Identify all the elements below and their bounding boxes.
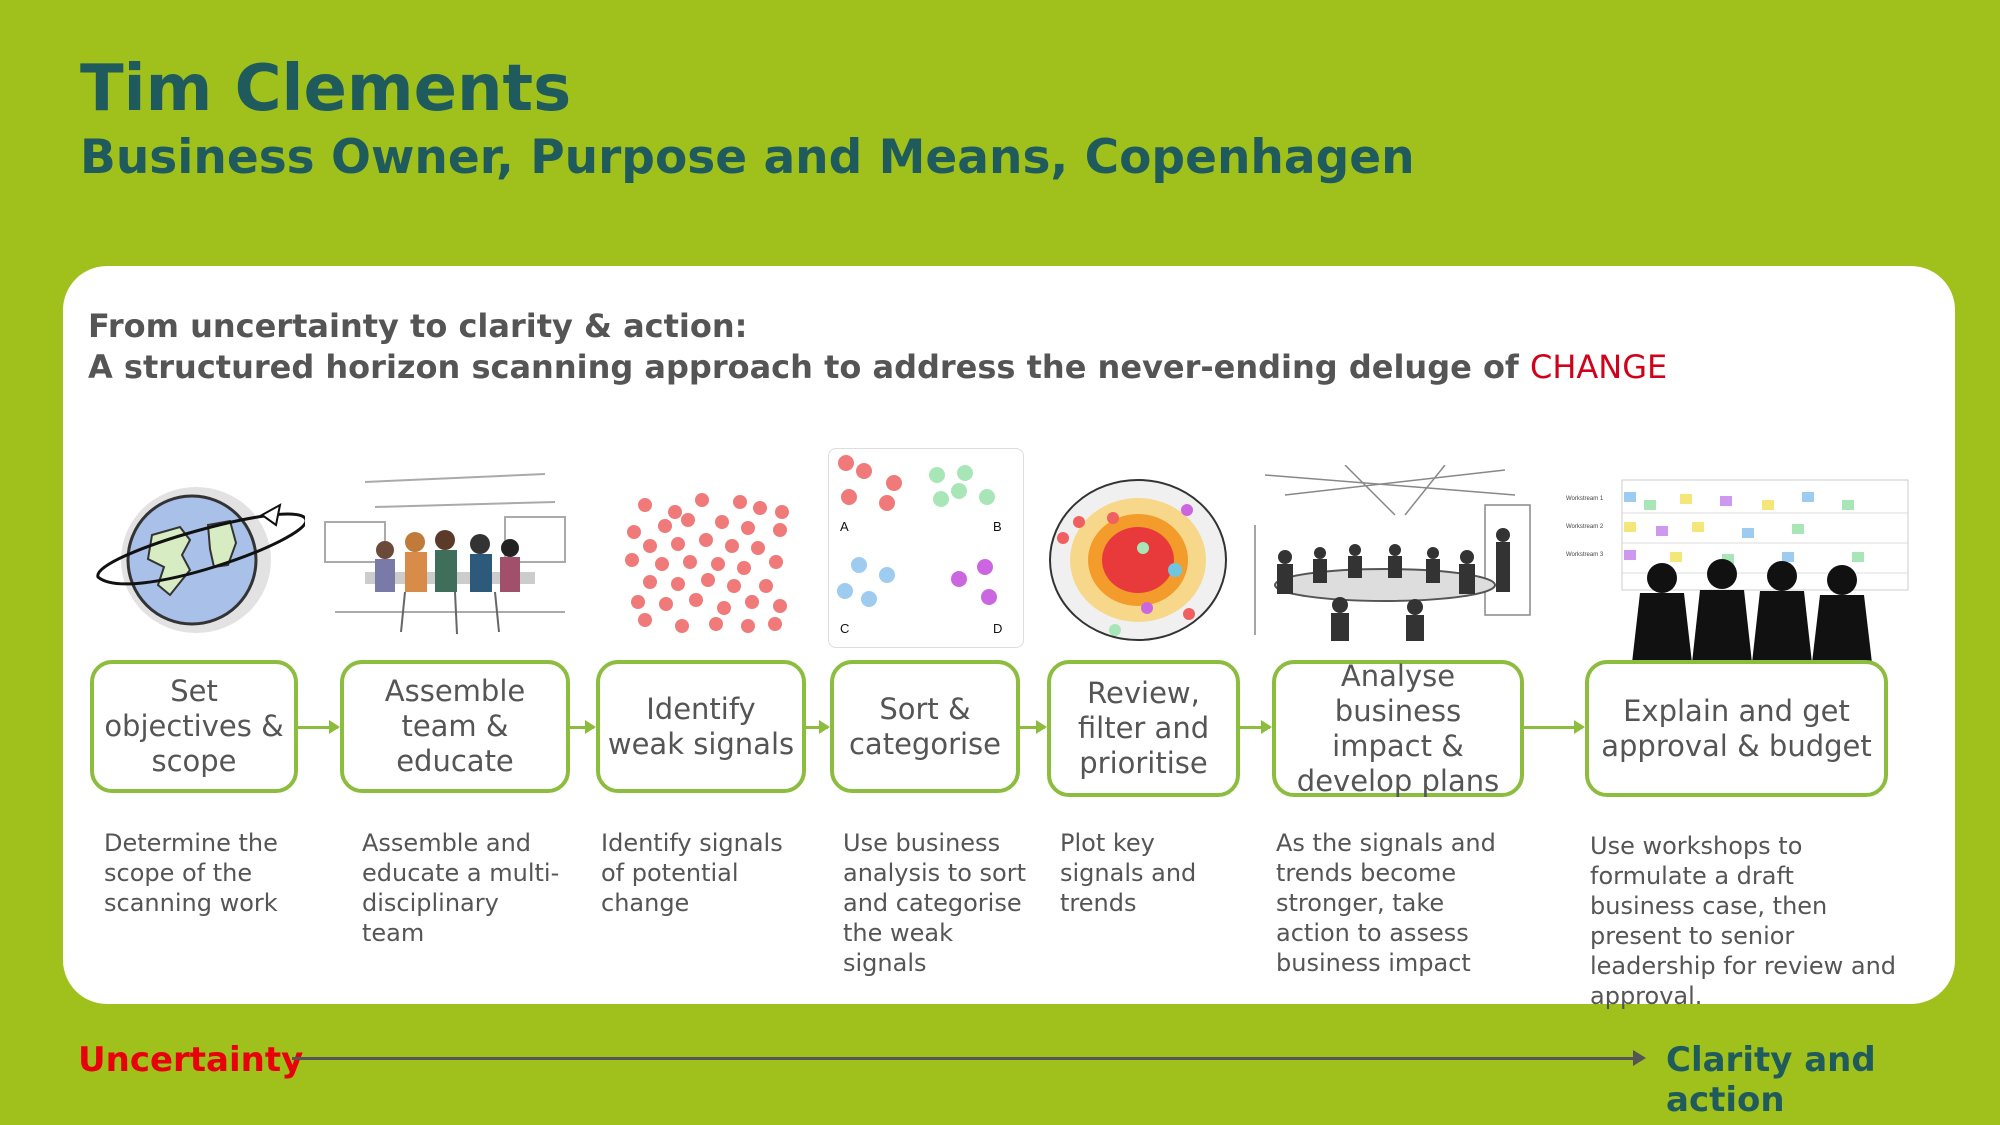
weak-signals-dots	[620, 490, 795, 640]
quadrant-b-label: B	[993, 519, 1002, 534]
timeline-end-label: Clarity and action	[1666, 1040, 1876, 1120]
step-sort-categorise: Sort & categorise	[830, 660, 1020, 793]
connector-arrow-5	[1240, 720, 1272, 734]
step-4-description: Use business analysis to sort and catego…	[843, 829, 1026, 977]
connector-arrow-6	[1524, 720, 1585, 734]
heading-line-2-text: A structured horizon scanning approach t…	[88, 348, 1519, 386]
connector-arrow-4	[1020, 720, 1047, 734]
timeline-start-label: Uncertainty	[78, 1040, 304, 1080]
connector-arrow-1	[298, 720, 340, 734]
step-3-description: Identify signals of potential change	[601, 829, 783, 917]
timeline-arrow	[292, 1050, 1646, 1066]
quadrant-d-label: D	[993, 621, 1002, 636]
quadrant-c-label: C	[840, 621, 849, 636]
connector-arrow-2	[570, 720, 596, 734]
step-analyse-impact: Analyse business impact & develop plans	[1272, 658, 1524, 798]
step-2-description: Assemble and educate a multi-disciplinar…	[362, 829, 560, 947]
step-7-label: Explain and get approval & budget	[1601, 693, 1872, 763]
workshop-board-illustration: Workstream 1 Workstream 2 Workstream 3	[1552, 478, 1912, 663]
boardroom-sketch	[1245, 465, 1535, 643]
step-set-objectives: Set objectives & scope	[90, 660, 298, 793]
team-meeting-sketch	[305, 462, 590, 642]
step-1-label: Set objectives & scope	[104, 674, 284, 778]
step-5-label: Review, filter and prioritise	[1077, 676, 1210, 780]
step-6-description: As the signals and trends become stronge…	[1276, 829, 1496, 977]
change-emphasis: CHANGE	[1529, 348, 1668, 386]
step-review-filter: Review, filter and prioritise	[1047, 660, 1240, 797]
sort-categorise-illustration: A B C D	[828, 448, 1024, 648]
step-3-label: Identify weak signals	[607, 691, 795, 761]
step-5-description: Plot key signals and trends	[1060, 829, 1197, 917]
workshop-row-1: Workstream 1	[1566, 496, 1604, 502]
step-1-description: Determine the scope of the scanning work	[104, 829, 278, 917]
workshop-row-2: Workstream 2	[1566, 524, 1604, 530]
step-4-label: Sort & categorise	[848, 691, 1001, 761]
step-assemble-team: Assemble team & educate	[340, 660, 570, 793]
connector-arrow-3	[806, 720, 830, 734]
heading-line-1: From uncertainty to clarity & action:	[88, 307, 748, 345]
heading-line-2: A structured horizon scanning approach t…	[88, 347, 1667, 388]
step-7-description: Use workshops to formulate a draft busin…	[1590, 832, 1897, 1010]
step-2-label: Assemble team & educate	[384, 674, 526, 778]
workshop-row-3: Workstream 3	[1566, 552, 1604, 558]
panel-heading: From uncertainty to clarity & action: A …	[88, 306, 1667, 388]
step-6-label: Analyse business impact & develop plans	[1296, 658, 1500, 798]
quadrant-a-label: A	[840, 519, 849, 534]
presenter-name: Tim Clements	[80, 52, 572, 126]
globe-illustration	[90, 485, 310, 635]
step-identify-signals: Identify weak signals	[596, 660, 806, 793]
step-explain-approval: Explain and get approval & budget	[1585, 660, 1888, 797]
radar-target-illustration	[1045, 478, 1230, 643]
presenter-role: Business Owner, Purpose and Means, Copen…	[80, 130, 1415, 185]
